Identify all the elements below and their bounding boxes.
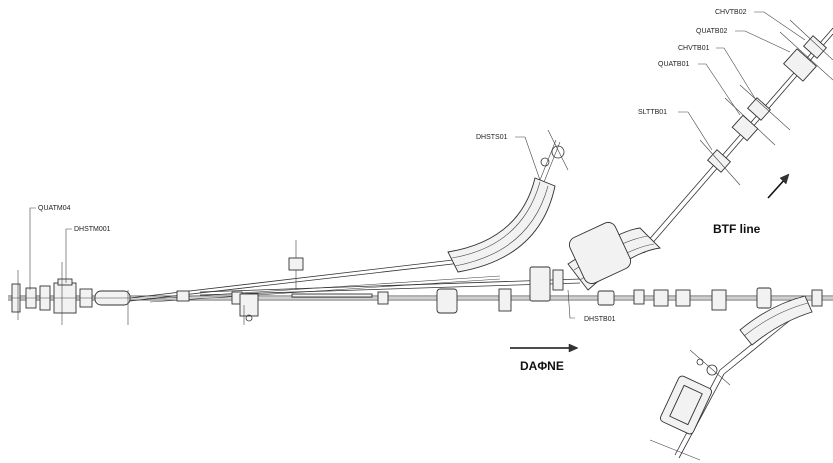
label-dhstm001: DHSTM001	[74, 226, 111, 233]
label-quatm04: QUATM04	[38, 205, 71, 212]
branch-line-dhstb	[199, 278, 581, 296]
component-labels: QUATM04 DHSTM001 DHSTS01 DHSTB01 SLTTB01…	[38, 9, 747, 323]
dhsts01-dipole	[447, 129, 569, 273]
btf-line-label: BTF line	[713, 222, 761, 236]
label-chvtb02: CHVTB02	[715, 9, 747, 16]
left-magnet-assembly	[8, 262, 131, 325]
btf-line-annotation: BTF line	[713, 173, 790, 236]
btf-components	[699, 19, 833, 186]
label-dhsts01: DHSTS01	[476, 134, 508, 141]
label-quatb02: QUATB02	[696, 28, 727, 35]
label-chvtb01: CHVTB01	[678, 45, 710, 52]
daphne-arrowhead-icon	[568, 343, 579, 353]
label-leaders	[29, 11, 806, 319]
btf-arrowhead-icon	[779, 173, 790, 185]
lower-right-dipoles	[649, 295, 813, 461]
daphne-label: DAΦNE	[520, 359, 564, 373]
label-slttb01: SLTTB01	[638, 109, 667, 116]
main-line-components	[176, 240, 823, 325]
label-quatb01: QUATB01	[658, 61, 689, 68]
daphne-annotation: DAΦNE	[510, 343, 579, 373]
label-dhstb01: DHSTB01	[584, 316, 616, 323]
dhstb01-dipole	[567, 221, 661, 291]
